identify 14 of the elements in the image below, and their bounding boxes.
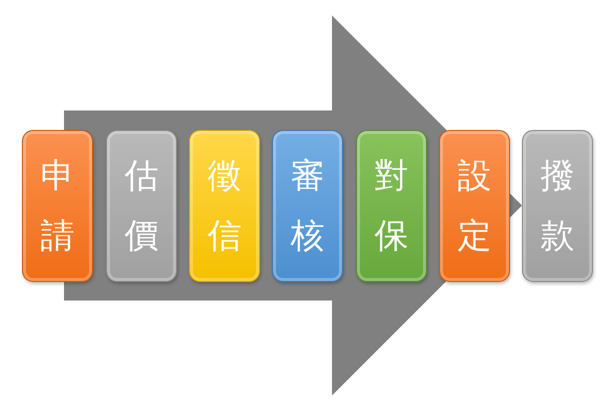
process-box <box>189 130 260 282</box>
step-label: 設定 <box>458 155 492 258</box>
process-box <box>272 130 343 282</box>
step-label: 撥款 <box>540 155 574 258</box>
step-label: 徵信 <box>208 155 242 258</box>
step-label: 對保 <box>374 155 408 258</box>
process-box <box>22 130 93 282</box>
process-box <box>356 130 427 282</box>
step-label: 申請 <box>40 155 74 258</box>
process-box <box>106 130 177 282</box>
process-box <box>522 130 593 282</box>
step-label: 估價 <box>124 155 158 258</box>
step-label: 審核 <box>290 155 324 258</box>
process-box <box>439 130 510 282</box>
